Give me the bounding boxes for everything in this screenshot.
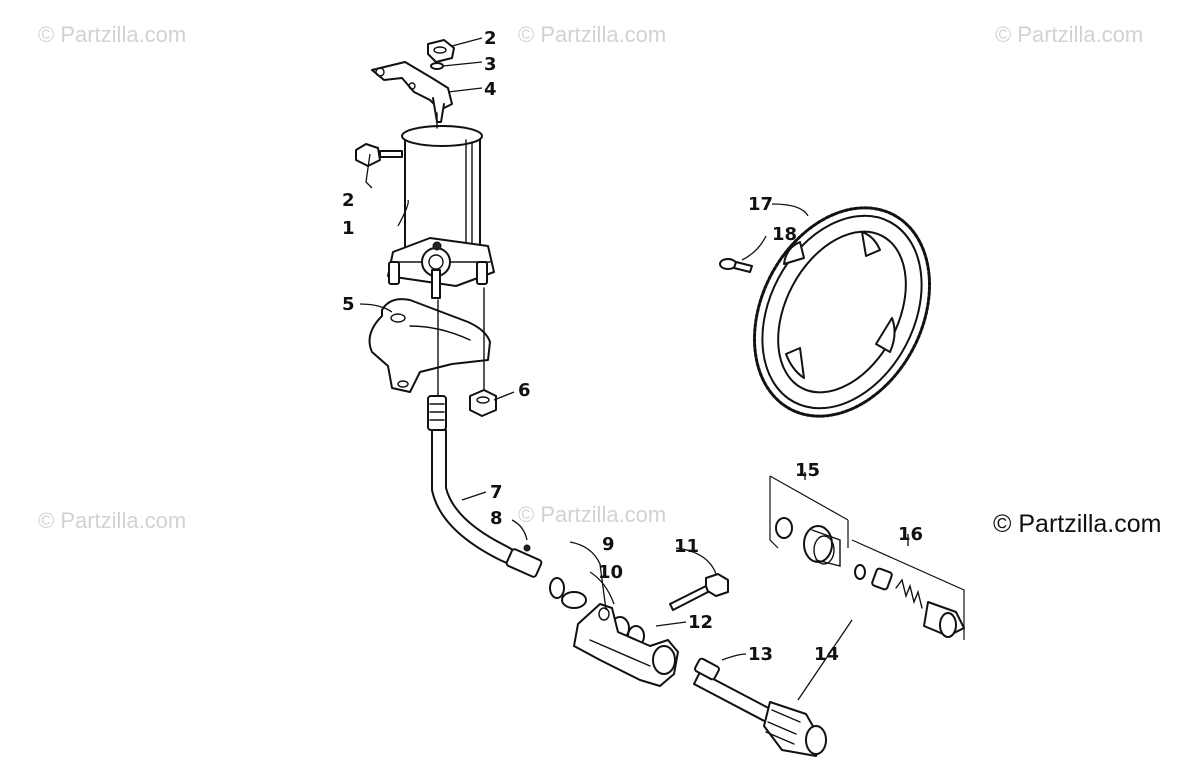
mounting-plate — [368, 287, 491, 401]
callout-17: 17 — [748, 194, 773, 215]
housing-bolt — [669, 573, 729, 611]
brand-copyright: © Partzilla.com — [993, 510, 1161, 538]
callout-4: 4 — [484, 79, 497, 100]
output-shaft — [693, 657, 827, 757]
watermark-top-right: © Partzilla.com — [995, 22, 1143, 47]
callout-9: 9 — [602, 534, 615, 555]
ring-gear-screw — [719, 258, 753, 273]
watermark-mid-left: © Partzilla.com — [38, 508, 186, 533]
ring-gear — [752, 206, 932, 418]
callout-1: 1 — [342, 218, 355, 239]
callout-2-side: 2 — [342, 190, 355, 211]
callout-13: 13 — [748, 644, 773, 665]
callout-7: 7 — [490, 482, 503, 503]
snap-ring-left — [549, 577, 565, 599]
callout-8: 8 — [490, 508, 503, 529]
bracket-nut — [427, 39, 455, 63]
roll-pin — [523, 544, 531, 552]
plate-nut — [469, 389, 497, 417]
callout-12: 12 — [688, 612, 713, 633]
callout-5: 5 — [342, 294, 355, 315]
callout-numbers: 1 2 2 3 4 5 6 7 8 9 10 11 12 13 14 15 16… — [342, 28, 923, 665]
watermark-top-left: © Partzilla.com — [38, 22, 186, 47]
bracket-washer — [430, 62, 444, 70]
callout-2-top: 2 — [484, 28, 497, 49]
callout-14: 14 — [814, 644, 839, 665]
leader-lines — [359, 37, 909, 701]
callout-18: 18 — [772, 224, 797, 245]
clutch-pinion — [775, 517, 841, 567]
starter-motor — [387, 112, 495, 299]
flex-shaft — [427, 395, 543, 578]
callout-6: 6 — [518, 380, 531, 401]
callout-16: 16 — [898, 524, 923, 545]
callout-15: 15 — [795, 460, 820, 481]
kit-box — [769, 475, 965, 640]
callout-10: 10 — [598, 562, 623, 583]
spring-assembly — [854, 564, 965, 638]
side-bolt — [355, 143, 403, 167]
drive-housing — [573, 603, 679, 687]
watermark-top-center: © Partzilla.com — [518, 22, 666, 47]
mounting-bracket — [371, 61, 453, 123]
watermark-mid-center: © Partzilla.com — [518, 502, 666, 527]
washer-left — [561, 591, 587, 609]
callout-11: 11 — [674, 536, 699, 557]
callout-3: 3 — [484, 54, 497, 75]
